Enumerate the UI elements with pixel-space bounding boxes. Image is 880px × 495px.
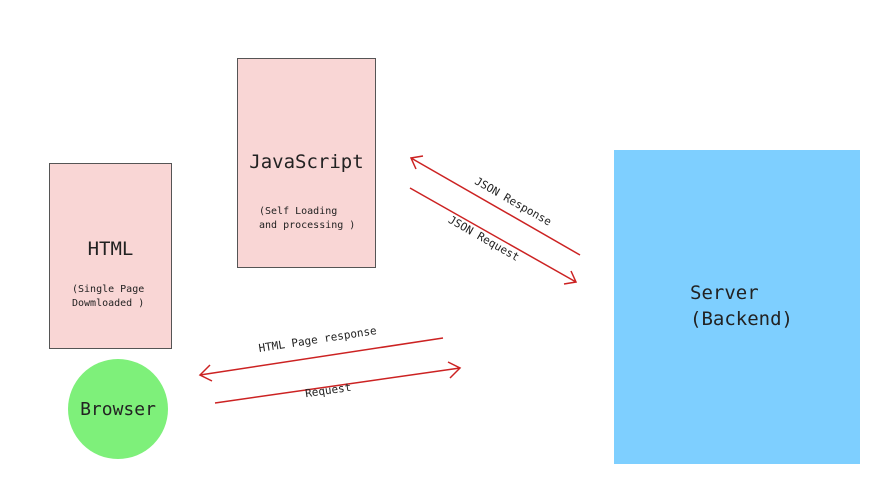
javascript-box-subtitle-2: and processing ) (259, 220, 356, 231)
server-box: Server (Backend) (614, 150, 860, 464)
javascript-box: JavaScript (Self Loading and processing … (237, 58, 376, 268)
request-arrow (214, 361, 462, 404)
json-response-arrow (409, 155, 581, 256)
browser-label: Browser (80, 398, 156, 420)
javascript-box-subtitle-1: (Self Loading (259, 206, 338, 217)
html-box-subtitle-1: (Single Page (72, 284, 145, 295)
browser-circle: Browser (68, 359, 168, 459)
html-box-subtitle-2: Dowmloaded ) (72, 298, 145, 309)
html-box: HTML (Single Page Dowmloaded ) (49, 163, 172, 349)
server-label-2: (Backend) (690, 308, 793, 330)
html-box-title: HTML (87, 238, 134, 260)
server-label-1: Server (690, 282, 759, 304)
html-response-arrow (198, 337, 444, 382)
javascript-box-title: JavaScript (249, 151, 364, 173)
json-request-arrow (409, 187, 578, 285)
